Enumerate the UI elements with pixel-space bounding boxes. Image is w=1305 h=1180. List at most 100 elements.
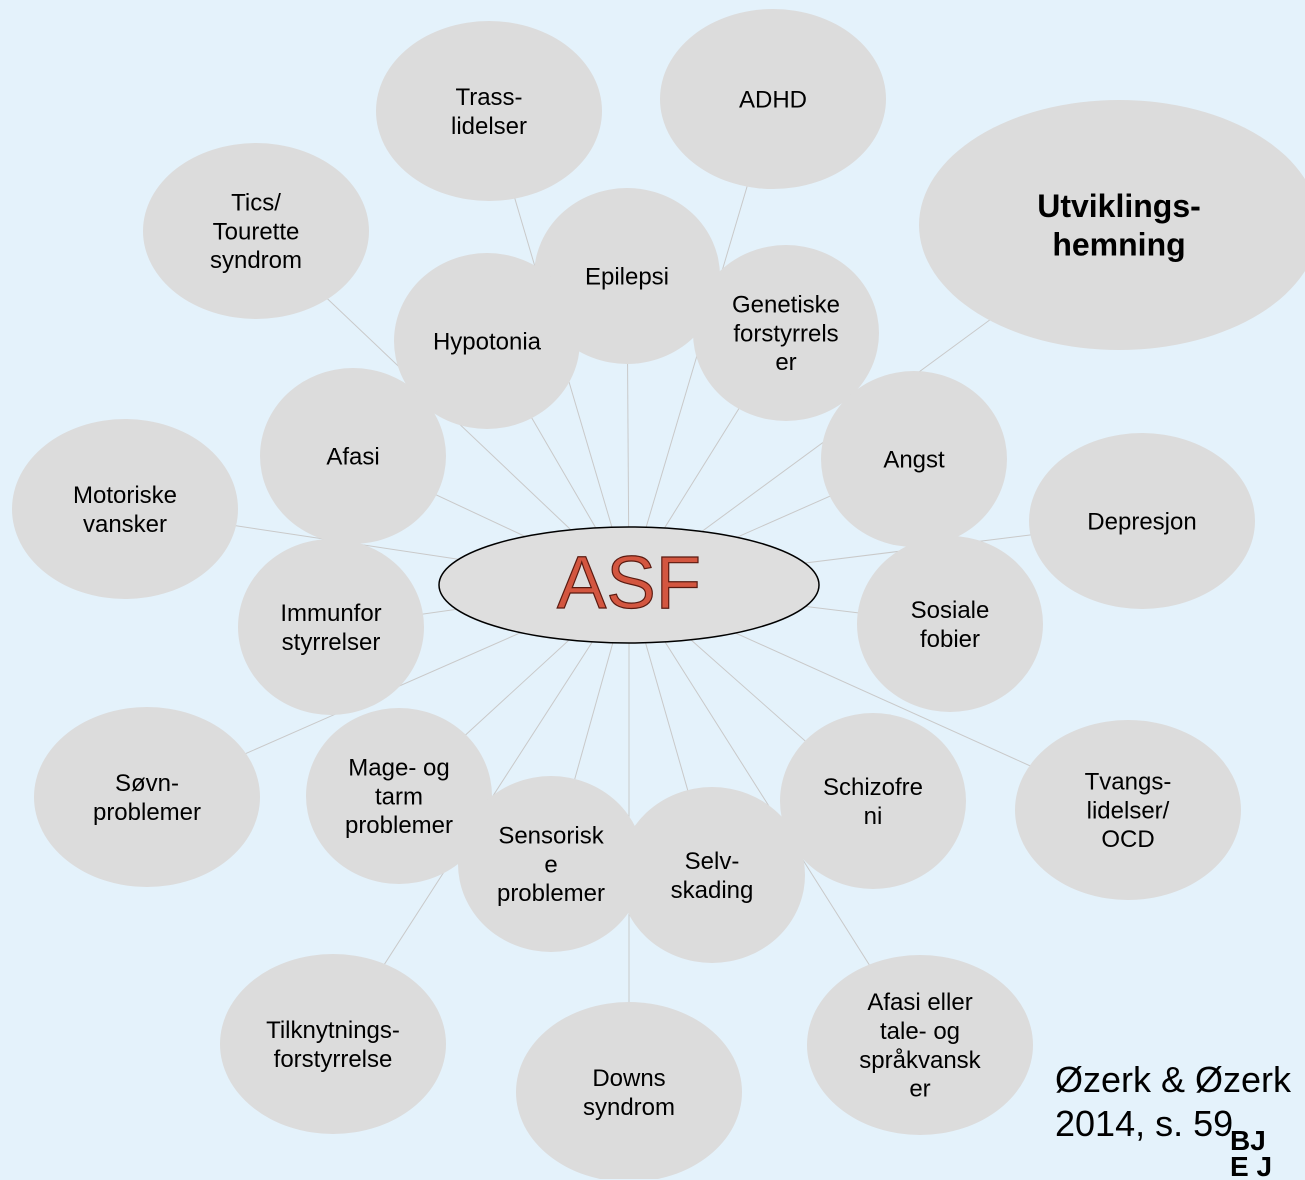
node-label-genetiske-line-2: forstyrrels [733, 320, 838, 347]
publisher-logo: BJ E J [1230, 1128, 1305, 1180]
node-label-tics-line-1: Tics/ [231, 190, 281, 217]
node-label-sosiale-line-1: Sosiale [911, 597, 990, 624]
node-ellipse-angst [821, 371, 1007, 547]
node-label-motoriske-line-2: vansker [83, 511, 167, 538]
node-ellipse-downs [516, 1002, 742, 1179]
node-adhd: ADHD [660, 9, 886, 189]
node-ellipse-immunforstyrrelser [238, 539, 424, 715]
node-label-tilknytning-line-1: Tilknytnings- [266, 1017, 400, 1044]
center-label: ASF [557, 541, 701, 624]
node-trass: Trass-lidelser [376, 21, 602, 201]
node-label-tics-line-2: Tourette [213, 218, 300, 245]
node-label-afasi-tale-line-2: tale- og [880, 1018, 960, 1045]
citation-line-1: Øzerk & Øzerk [1055, 1059, 1292, 1100]
node-ellipse-selvskading [619, 787, 805, 963]
node-label-afasi-tale-line-1: Afasi eller [867, 989, 972, 1016]
node-ellipse-mage [306, 708, 492, 884]
node-label-mage-line-3: problemer [345, 812, 453, 839]
node-tilknytning: Tilknytnings-forstyrrelse [220, 954, 446, 1134]
node-label-sensoriske-line-2: e [544, 851, 557, 878]
node-label-sosiale-line-2: fobier [920, 626, 980, 653]
node-afasi: Afasi [260, 368, 446, 544]
node-ellipse-genetiske [693, 245, 879, 421]
node-label-sensoriske-line-1: Sensorisk [498, 823, 604, 850]
node-ellipse-depresjon [1029, 433, 1255, 609]
node-label-trass-line-1: Trass- [455, 84, 522, 111]
node-label-immunforstyrrelser-line-1: Immunfor [280, 600, 381, 627]
node-label-schizofreni-line-1: Schizofre [823, 774, 923, 801]
center-node: ASF [438, 526, 820, 644]
node-label-tvangs-line-3: OCD [1101, 826, 1154, 853]
node-label-sovn-line-1: Søvn- [115, 770, 179, 797]
node-utviklingshemning: Utviklings-hemning [919, 100, 1305, 350]
node-label-utviklingshemning-line-2: hemning [1052, 226, 1185, 262]
logo-line-2: E J [1230, 1151, 1273, 1180]
logo-line-1: BJ [1230, 1128, 1266, 1156]
node-ellipse-tilknytning [220, 954, 446, 1134]
node-label-immunforstyrrelser-line-2: styrrelser [282, 629, 381, 656]
node-label-hypotonia-line-1: Hypotonia [433, 328, 542, 355]
node-selvskading: Selv-skading [619, 787, 805, 963]
node-label-tics-line-3: syndrom [210, 247, 302, 274]
node-label-tilknytning-line-2: forstyrrelse [274, 1046, 393, 1073]
node-label-tvangs-line-1: Tvangs- [1085, 769, 1172, 796]
node-label-adhd-line-1: ADHD [739, 86, 807, 113]
node-label-genetiske-line-1: Genetiske [732, 292, 840, 319]
node-angst: Angst [821, 371, 1007, 547]
node-ellipse-tics [143, 143, 369, 319]
node-label-sensoriske-line-3: problemer [497, 880, 605, 907]
node-label-tvangs-line-2: lidelser/ [1087, 797, 1170, 824]
node-sovn: Søvn-problemer [34, 707, 260, 887]
citation-line-2: 2014, s. 59 [1055, 1103, 1234, 1144]
node-label-afasi-tale-line-3: språkvansk [859, 1047, 981, 1074]
node-depresjon: Depresjon [1029, 433, 1255, 609]
node-ellipse-trass [376, 21, 602, 201]
node-ellipse-motoriske [12, 419, 238, 599]
node-ellipse-afasi-tale [807, 955, 1033, 1135]
node-label-schizofreni-line-2: ni [864, 803, 883, 830]
diagram-nodes: Trass-lidelser ADHD Utviklings-hemning Tics… [12, 9, 1305, 1179]
node-label-mage-line-1: Mage- og [348, 755, 449, 782]
node-ellipse-epilepsi [534, 188, 720, 364]
node-ellipse-adhd [660, 9, 886, 189]
node-label-sovn-line-2: problemer [93, 799, 201, 826]
node-label-angst-line-1: Angst [883, 446, 945, 473]
node-label-downs-line-1: Downs [592, 1065, 665, 1092]
node-label-trass-line-2: lidelser [451, 113, 527, 140]
node-label-depresjon-line-1: Depresjon [1087, 508, 1196, 535]
center-ellipse [438, 526, 820, 644]
node-label-epilepsi-line-1: Epilepsi [585, 263, 669, 290]
node-label-utviklingshemning-line-1: Utviklings- [1037, 188, 1201, 224]
node-label-mage-line-2: tarm [375, 783, 423, 810]
node-ellipse-sensoriske [458, 776, 644, 952]
node-label-genetiske-line-3: er [775, 349, 796, 376]
node-label-afasi-tale-line-4: er [909, 1076, 930, 1103]
node-label-selvskading-line-2: skading [671, 877, 754, 904]
node-hypotonia: Hypotonia [394, 253, 580, 429]
citation: Øzerk & Øzerk 2014, s. 59 [1055, 1058, 1305, 1146]
node-label-motoriske-line-1: Motoriske [73, 482, 177, 509]
node-label-afasi-line-1: Afasi [326, 443, 379, 470]
node-ellipse-tvangs [1015, 720, 1241, 900]
node-ellipse-sovn [34, 707, 260, 887]
node-ellipse-utviklingshemning [919, 100, 1305, 350]
node-ellipse-schizofreni [780, 713, 966, 889]
node-tvangs: Tvangs-lidelser/OCD [1015, 720, 1241, 900]
node-ellipse-afasi [260, 368, 446, 544]
node-label-downs-line-2: syndrom [583, 1094, 675, 1121]
node-epilepsi: Epilepsi [534, 188, 720, 364]
node-ellipse-sosiale [857, 536, 1043, 712]
node-ellipse-hypotonia [394, 253, 580, 429]
node-label-selvskading-line-1: Selv- [685, 848, 740, 875]
